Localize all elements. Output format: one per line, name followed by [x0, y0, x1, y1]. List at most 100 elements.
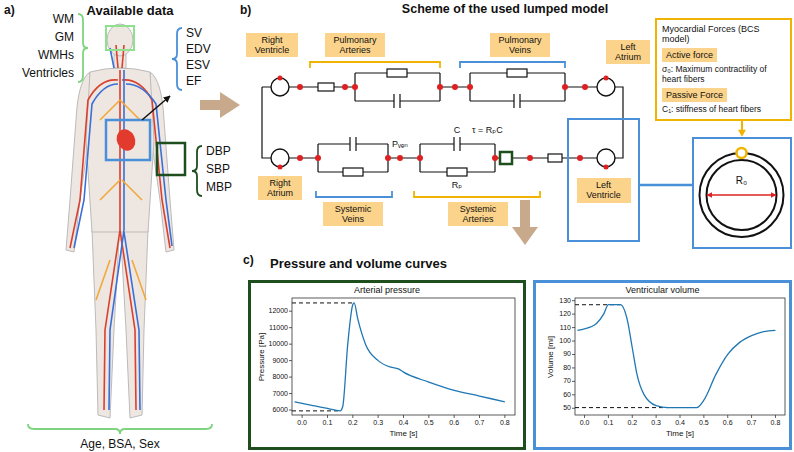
- data-label: GM: [55, 31, 74, 44]
- circuit-node: [577, 155, 583, 161]
- data-label: WM: [53, 13, 74, 26]
- axis-label: 100: [559, 337, 571, 345]
- circuit-label: C: [454, 126, 461, 136]
- axis-label: 130: [559, 297, 571, 305]
- resistor-symbol: [343, 168, 363, 176]
- circuit-node: [527, 155, 533, 161]
- node-text: a): [4, 3, 15, 17]
- resistor-symbol: [447, 168, 467, 176]
- circuit-node: [352, 84, 358, 90]
- line-chart: [292, 410, 340, 411]
- node-text: Left Ventricle: [577, 178, 631, 203]
- axis-label: 50: [563, 404, 571, 412]
- node-subtext: σ₀: Maximum contractility of heart fiber…: [662, 65, 785, 85]
- axis-label: 0.7: [747, 419, 757, 427]
- line-chart: [751, 415, 752, 418]
- measurement-marker: [500, 152, 512, 164]
- bracket: [28, 424, 212, 434]
- axis-label: 0.8: [500, 419, 510, 427]
- data-label: SV: [186, 27, 202, 40]
- node-subtext: Pressure and volume curves: [270, 256, 447, 271]
- axis-label: 0.1: [604, 419, 614, 427]
- bracket: [460, 62, 565, 68]
- human-body: [113, 126, 139, 154]
- node-text: Passive Force: [662, 88, 727, 102]
- line-chart: [572, 394, 575, 395]
- compartment-label: Systemic Veins: [323, 202, 383, 227]
- axis-label: 0.5: [424, 419, 434, 427]
- axis-label: 0.4: [399, 419, 409, 427]
- axis-label: 0.1: [323, 419, 333, 427]
- node-text: Myocardial Forces (BCS model): [662, 24, 785, 45]
- axis-label: 90: [563, 351, 571, 359]
- axis-label: 0.6: [449, 419, 459, 427]
- node-text: Pulmonary Arteries: [325, 33, 385, 58]
- node-text: Ventricular volume: [625, 285, 699, 295]
- line-chart: [327, 415, 328, 418]
- line-chart: [575, 407, 668, 408]
- circuit-node: [417, 155, 423, 161]
- line-chart: [289, 410, 292, 411]
- compartment-label: Pulmonary Veins: [490, 33, 550, 58]
- line-chart: [428, 415, 429, 418]
- line-chart: [292, 298, 515, 415]
- node-text: Systemic Veins: [323, 202, 383, 227]
- line-chart: [775, 415, 776, 418]
- axis-label: 0.3: [651, 419, 661, 427]
- data-label: Ventricles: [22, 67, 74, 80]
- axis-label: 0.6: [723, 419, 733, 427]
- human-body: [157, 143, 185, 175]
- axis-label: 0.2: [348, 419, 358, 427]
- node-subtext: Available data: [87, 3, 174, 18]
- plot: [289, 298, 785, 418]
- resistor-symbol: [318, 83, 334, 91]
- bracket: [316, 191, 392, 197]
- human-body: [96, 100, 146, 300]
- human-body: [70, 45, 172, 410]
- axis-label: 10000: [269, 340, 288, 348]
- line-chart: [656, 415, 657, 418]
- ring-illustration: [737, 148, 747, 158]
- line-chart: [608, 415, 609, 418]
- data-label: WMHs: [38, 49, 74, 62]
- connector-line: [741, 121, 743, 131]
- bracket: [172, 28, 182, 90]
- data-label: ESV: [186, 59, 210, 72]
- circuit-node: [397, 155, 403, 161]
- line-chart: [378, 415, 379, 418]
- compartment-label: Systemic Arteries: [448, 202, 508, 227]
- circuit-node: [604, 76, 609, 81]
- node-subtext: C₁: stiffness of heart fibers: [662, 105, 761, 115]
- line-chart: [289, 298, 515, 418]
- bracket: [78, 14, 88, 82]
- data-label: MBP: [206, 181, 232, 194]
- axis-label: 0.8: [771, 419, 781, 427]
- line-chart: [577, 305, 775, 408]
- data-label: EDV: [186, 43, 211, 56]
- connector-arrow: [640, 185, 692, 186]
- ring-illustration: [694, 139, 789, 246]
- circuit-node: [452, 84, 458, 90]
- arrowhead: [220, 92, 240, 118]
- circuit-wire: [440, 73, 623, 158]
- node-text: b): [240, 3, 251, 17]
- bracket: [28, 14, 565, 434]
- axis-label: 12000: [269, 307, 288, 315]
- line-chart: [572, 381, 575, 382]
- arrowhead: [738, 130, 746, 137]
- axis-label: 8000: [272, 373, 288, 381]
- connector-line: [520, 200, 530, 228]
- chamber-symbol: [597, 78, 615, 96]
- node-text: Systemic Arteries: [448, 202, 508, 227]
- resistor-symbol: [548, 154, 562, 162]
- circuit-node: [604, 165, 609, 170]
- data-label: EF: [186, 75, 201, 88]
- line-chart: [289, 360, 292, 361]
- data-label: DBP: [206, 145, 231, 158]
- line-chart: [572, 314, 575, 315]
- human-body: [106, 120, 150, 160]
- axis-label: 7000: [272, 390, 288, 398]
- chamber-symbol: [597, 149, 615, 167]
